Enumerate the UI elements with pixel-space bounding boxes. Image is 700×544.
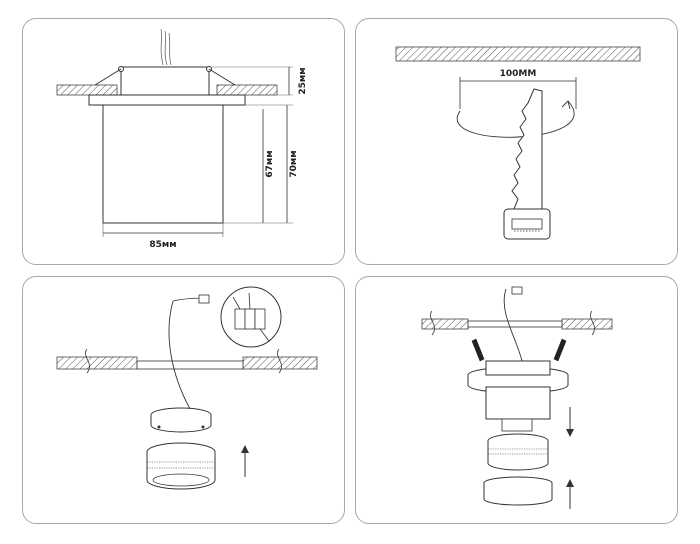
dimension-drawing: 25мм 67мм 70мм 85мм [56, 28, 308, 250]
label-height-inner: 67мм [265, 150, 275, 177]
ceiling-right [216, 84, 278, 96]
panel-wiring [22, 276, 345, 524]
ceiling-right [561, 318, 613, 330]
flange [88, 94, 246, 106]
rotation-arrow [456, 100, 575, 138]
label-height-top: 25мм [298, 67, 308, 94]
clip-left [471, 338, 485, 362]
ceiling-right [242, 356, 318, 370]
wires [160, 28, 172, 66]
panel-assembly [355, 276, 678, 524]
panel-dimensions: 25мм 67мм 70мм 85мм [22, 18, 345, 265]
panel-cutout: 100ММ [355, 18, 678, 265]
power-wire [168, 300, 192, 416]
ceiling-left [56, 84, 118, 96]
label-width: 85мм [149, 240, 176, 250]
label-height-total: 70мм [289, 150, 299, 177]
lamp-body [485, 386, 551, 420]
assembly-drawing [421, 286, 613, 509]
saw-blade-icon [511, 88, 543, 210]
mount-box [120, 66, 210, 96]
label-cutout: 100ММ [500, 69, 537, 79]
power-wire [503, 288, 525, 368]
ceiling-left [56, 356, 138, 370]
clip-right [553, 338, 567, 362]
ceiling [395, 46, 641, 62]
cutout-drawing: 100ММ [395, 46, 641, 240]
ceiling-left [421, 318, 469, 330]
wiring-drawing [56, 286, 318, 490]
lamp-body [102, 104, 224, 224]
terminal-block [198, 294, 210, 304]
